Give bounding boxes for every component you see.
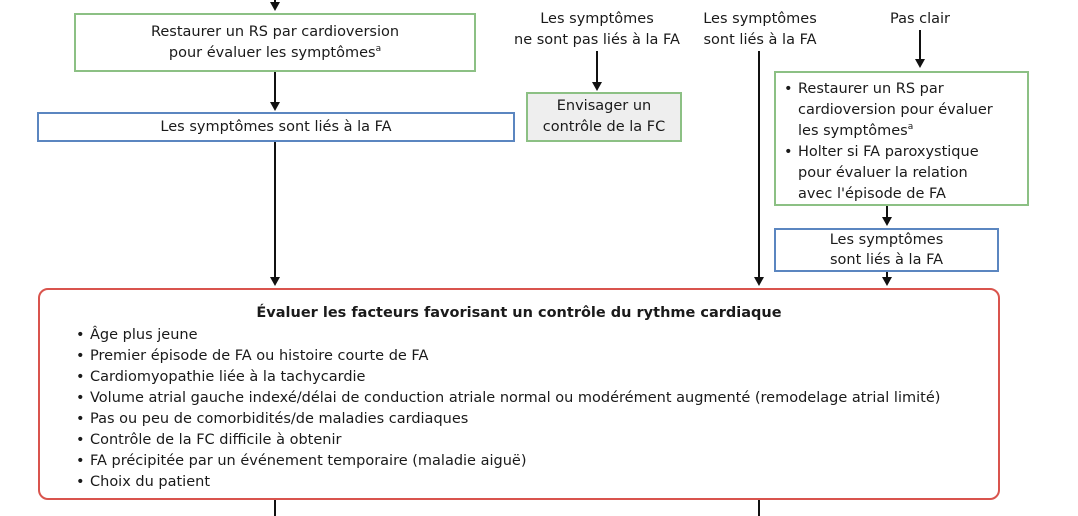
- connector-bottom-left: [274, 500, 276, 516]
- factor-item: Premier épisode de FA ou histoire courte…: [76, 346, 998, 367]
- unclear-actions-box: Restaurer un RS par cardioversion pour é…: [774, 71, 1029, 206]
- rhythm-control-factors-title: Évaluer les facteurs favorisant un contr…: [256, 305, 782, 321]
- restore-rs-box: Restaurer un RS par cardioversion pour é…: [74, 13, 476, 72]
- restore-rs-line2: pour évaluer les symptômesa: [168, 43, 382, 61]
- footnote-a: a: [375, 43, 382, 54]
- arrowhead-unclear-box-to-linked: [882, 217, 892, 226]
- symptoms-linked-right-line2: sont liés à la FA: [830, 252, 943, 268]
- rate-control-box: Envisager un contrôle de la FC: [526, 92, 682, 142]
- symptoms-linked-right-line1: Les symptômes: [829, 232, 944, 248]
- arrowhead-unclear-to-box: [915, 59, 925, 68]
- label-linked-line1: Les symptômes: [703, 11, 817, 27]
- arrowhead-linked-to-factors-mid: [754, 277, 764, 286]
- label-unclear-text: Pas clair: [889, 11, 951, 27]
- connector-restore-to-linked: [274, 71, 276, 103]
- arrowhead-linked-to-factors: [270, 277, 280, 286]
- factor-item: Cardiomyopathie liée à la tachycardie: [76, 367, 998, 388]
- arrowhead-top-entry: [270, 2, 280, 11]
- arrowhead-linked-right-to-factors: [882, 277, 892, 286]
- rate-control-line1: Envisager un: [556, 98, 652, 114]
- unclear-action-item: Restaurer un RS par cardioversion pour é…: [784, 79, 1019, 142]
- connector-linked-to-factors-mid: [758, 51, 760, 278]
- symptoms-linked-right-box: Les symptômes sont liés à la FA: [774, 228, 999, 272]
- footnote-a: a: [907, 122, 914, 133]
- label-not-linked-line1: Les symptômes: [540, 11, 654, 27]
- unclear-action-item: Holter si FA paroxystique pour évaluer l…: [784, 142, 1019, 205]
- symptoms-linked-left-text: Les symptômes sont liés à la FA: [160, 118, 392, 135]
- connector-top-entry: [274, 0, 276, 3]
- label-not-linked: Les symptômes ne sont pas liés à la FA: [507, 9, 687, 51]
- factor-item: Pas ou peu de comorbidités/de maladies c…: [76, 409, 998, 430]
- factor-item: Choix du patient: [76, 472, 998, 493]
- connector-bottom-right: [758, 500, 760, 516]
- factor-item: Volume atrial gauche indexé/délai de con…: [76, 388, 998, 409]
- factor-item: Âge plus jeune: [76, 325, 998, 346]
- arrowhead-restore-to-linked: [270, 102, 280, 111]
- unclear-actions-list: Restaurer un RS par cardioversion pour é…: [784, 79, 1019, 205]
- label-linked: Les symptômes sont liés à la FA: [690, 9, 830, 51]
- factor-item: Contrôle de la FC difficile à obtenir: [76, 430, 998, 451]
- connector-not-linked-to-rate: [596, 51, 598, 83]
- connector-linked-to-factors: [274, 141, 276, 278]
- connector-unclear-box-to-linked: [886, 206, 888, 218]
- label-linked-line2: sont liés à la FA: [703, 32, 817, 48]
- symptoms-linked-left-box: Les symptômes sont liés à la FA: [37, 112, 515, 142]
- arrowhead-not-linked-to-rate: [592, 82, 602, 91]
- label-unclear: Pas clair: [870, 9, 970, 30]
- factor-item: FA précipitée par un événement temporair…: [76, 451, 998, 472]
- rhythm-control-factors-box: Évaluer les facteurs favorisant un contr…: [38, 288, 1000, 500]
- rate-control-line2: contrôle de la FC: [542, 119, 666, 135]
- rhythm-control-factors-list: Âge plus jeune Premier épisode de FA ou …: [76, 325, 998, 493]
- label-not-linked-line2: ne sont pas liés à la FA: [514, 32, 680, 48]
- connector-unclear-to-box: [919, 30, 921, 60]
- restore-rs-line1: Restaurer un RS par cardioversion: [150, 23, 400, 40]
- connector-linked-right-to-factors: [886, 271, 888, 278]
